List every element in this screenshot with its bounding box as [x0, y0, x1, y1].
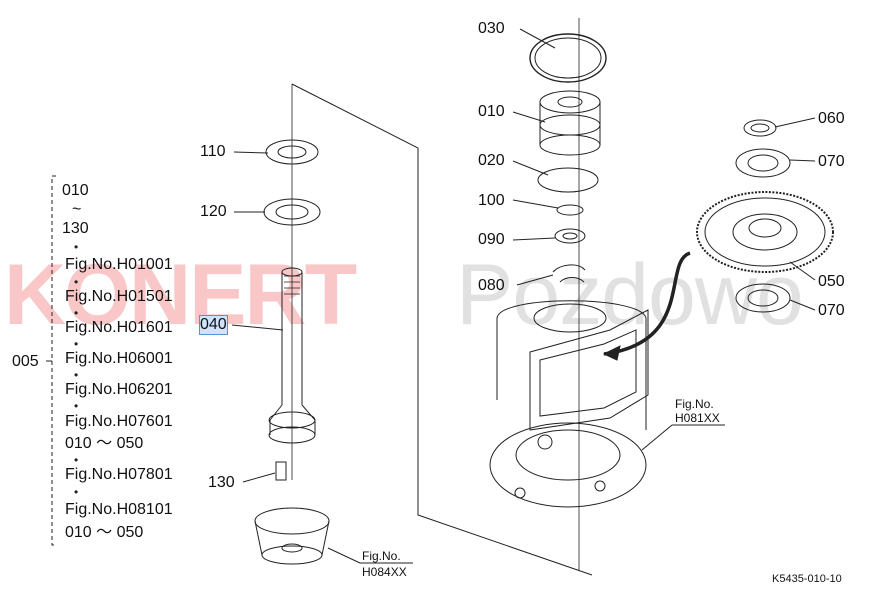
fig-ref-h06201[interactable]: Fig.No.H06201 [65, 381, 173, 398]
list-bullet: • [74, 485, 79, 499]
list-bullet: • [74, 240, 79, 254]
circlip-030 [529, 33, 607, 83]
range-separator: ~ [72, 201, 82, 218]
fig-ref-h08101[interactable]: Fig.No.H08101 [65, 501, 173, 518]
fig-ref-h08101-range: 010 ～ 050 [65, 524, 144, 541]
list-bullet: • [74, 399, 79, 413]
list-bullet: • [74, 306, 79, 320]
housing-h081 [489, 422, 647, 508]
pin-130 [275, 461, 287, 481]
part-label-100: 100 [478, 192, 505, 209]
part-label-020: 020 [478, 152, 505, 169]
part-label-070-lower: 070 [818, 302, 845, 319]
shaft-040 [281, 272, 303, 405]
fig-ref-h084[interactable]: H084XX [362, 565, 407, 579]
fig-ref-h01001[interactable]: Fig.No.H01001 [65, 256, 173, 273]
seal-120 [263, 198, 321, 226]
fig-ref-h07801[interactable]: Fig.No.H07801 [65, 466, 173, 483]
part-label-030: 030 [478, 20, 505, 37]
seal-110 [265, 139, 319, 165]
ring-100 [556, 204, 584, 216]
fig-ref-h07601-range: 010 ～ 050 [65, 435, 144, 452]
guide-line [291, 83, 593, 576]
part-label-080: 080 [478, 277, 505, 294]
part-label-010: 010 [478, 103, 505, 120]
collar-090 [554, 228, 586, 244]
list-bullet: • [74, 337, 79, 351]
cup-h084 [254, 507, 330, 535]
list-bullet: • [74, 275, 79, 289]
fig-ref-h01601[interactable]: Fig.No.H01601 [65, 319, 173, 336]
fig-ref-h06001[interactable]: Fig.No.H06001 [65, 350, 173, 367]
washer-060 [743, 119, 777, 137]
drawing-code: K5435-010-10 [772, 573, 842, 585]
group-root-label: 005 [12, 353, 39, 370]
part-label-060: 060 [818, 110, 845, 127]
group-bracket [51, 175, 56, 546]
part-label-120: 120 [200, 203, 227, 220]
fig-ref-h081-title: Fig.No. [675, 397, 714, 411]
range-end: 130 [62, 220, 89, 237]
assembly-arrow [603, 251, 691, 356]
list-bullet: • [74, 368, 79, 382]
part-label-040[interactable]: 040 [199, 315, 228, 335]
gear-050 [696, 191, 834, 273]
part-label-130: 130 [208, 474, 235, 491]
fig-ref-h01501[interactable]: Fig.No.H01501 [65, 288, 173, 305]
bearing-070-upper [735, 148, 791, 178]
list-bullet: • [74, 453, 79, 467]
bearing-010 [539, 134, 601, 156]
bearing-070-lower [735, 283, 791, 313]
part-label-070-upper: 070 [818, 153, 845, 170]
part-label-050: 050 [818, 273, 845, 290]
fig-ref-h084-title: Fig.No. [362, 549, 401, 563]
fig-ref-h081[interactable]: H081XX [675, 411, 720, 425]
fig-ref-h07601[interactable]: Fig.No.H07601 [65, 413, 173, 430]
range-start: 010 [62, 182, 89, 199]
part-label-090: 090 [478, 231, 505, 248]
part-label-110: 110 [200, 143, 226, 160]
o-ring-020 [537, 167, 599, 193]
